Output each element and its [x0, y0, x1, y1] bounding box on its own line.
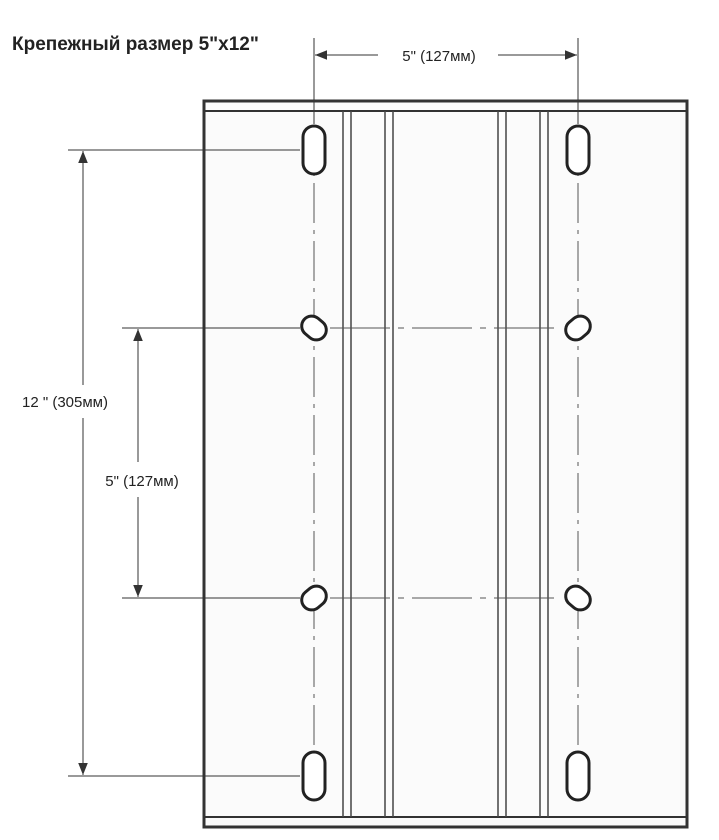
- slot-lower-right: [564, 584, 592, 612]
- center-lines: [313, 125, 579, 800]
- dimension-vertical-inner: 5" (127мм): [105, 329, 179, 597]
- mounting-slots: [300, 124, 592, 802]
- slot-upper-left: [300, 314, 328, 342]
- slot-bottom-left: [301, 750, 327, 802]
- slot-top-left: [301, 124, 327, 176]
- dimension-horizontal-label: 5" (127мм): [402, 48, 475, 65]
- dimension-vertical-outer: 12 " (305мм): [22, 151, 108, 775]
- slot-bottom-right: [565, 750, 591, 802]
- dimension-vertical-outer-label: 12 " (305мм): [22, 394, 108, 411]
- slot-lower-left: [300, 584, 328, 612]
- plate-outline: [202, 99, 689, 829]
- slot-top-right: [565, 124, 591, 176]
- plate: [202, 99, 689, 829]
- slot-upper-right: [564, 314, 592, 342]
- drawing-title: Крепежный размер 5"x12": [12, 34, 259, 55]
- dimension-vertical-inner-label: 5" (127мм): [105, 473, 178, 490]
- extension-lines: [68, 38, 579, 777]
- dimension-horizontal: 5" (127мм): [315, 48, 577, 65]
